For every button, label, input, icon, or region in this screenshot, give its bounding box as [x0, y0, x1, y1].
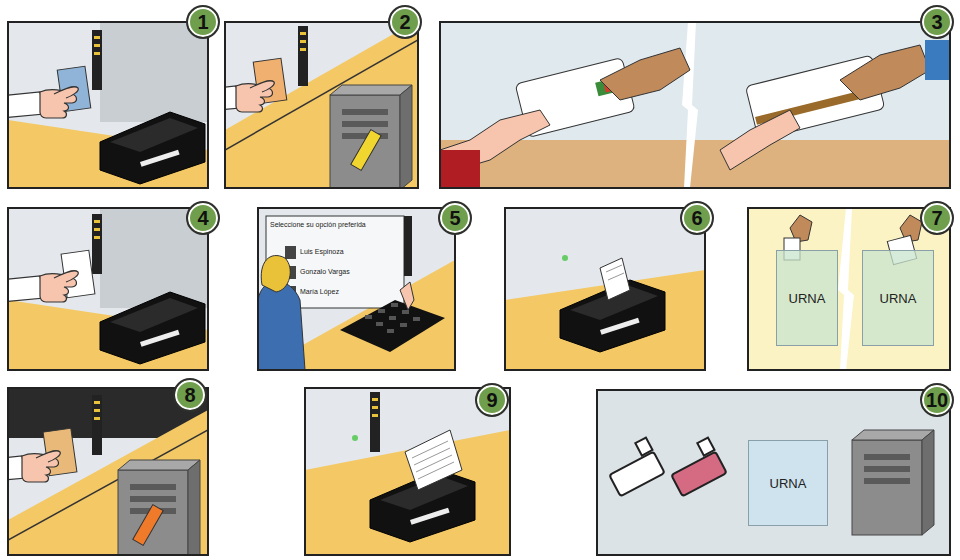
callout-number: 2 — [399, 11, 410, 34]
step-number-circle: 10 — [920, 383, 954, 417]
ballot-box: URNA — [748, 440, 828, 526]
step-number-circle: 1 — [186, 5, 220, 39]
step-number-circle: 2 — [388, 5, 422, 39]
step-number-circle: 8 — [173, 378, 207, 412]
step-number-circle: 5 — [438, 201, 472, 235]
ballot-box-label: URNA — [880, 291, 917, 306]
candidate-name: María López — [300, 288, 339, 295]
step-number-circle: 3 — [920, 5, 954, 39]
step-number-circle: 7 — [920, 201, 954, 235]
step-number-circle: 9 — [475, 383, 509, 417]
callout-number: 4 — [197, 207, 208, 230]
callout-number: 3 — [931, 11, 942, 34]
step-number-circle: 6 — [680, 201, 714, 235]
screen-heading: Seleccione su opción preferida — [270, 221, 366, 228]
ballot-box-label: URNA — [770, 476, 807, 491]
ballot-box-label: URNA — [789, 291, 826, 306]
candidate-name: Luis Espinoza — [300, 248, 344, 255]
callout-number: 5 — [449, 207, 460, 230]
step-number-circle: 4 — [186, 201, 220, 235]
callout-number: 7 — [931, 207, 942, 230]
ballot-box: URNA — [862, 250, 934, 346]
callout-number: 9 — [486, 389, 497, 412]
callout-number: 1 — [197, 11, 208, 34]
callout-number: 8 — [184, 384, 195, 407]
ballot-box: URNA — [776, 250, 838, 346]
callout-number: 10 — [926, 389, 948, 412]
candidate-name: Gonzalo Vargas — [300, 268, 350, 275]
callout-number: 6 — [691, 207, 702, 230]
